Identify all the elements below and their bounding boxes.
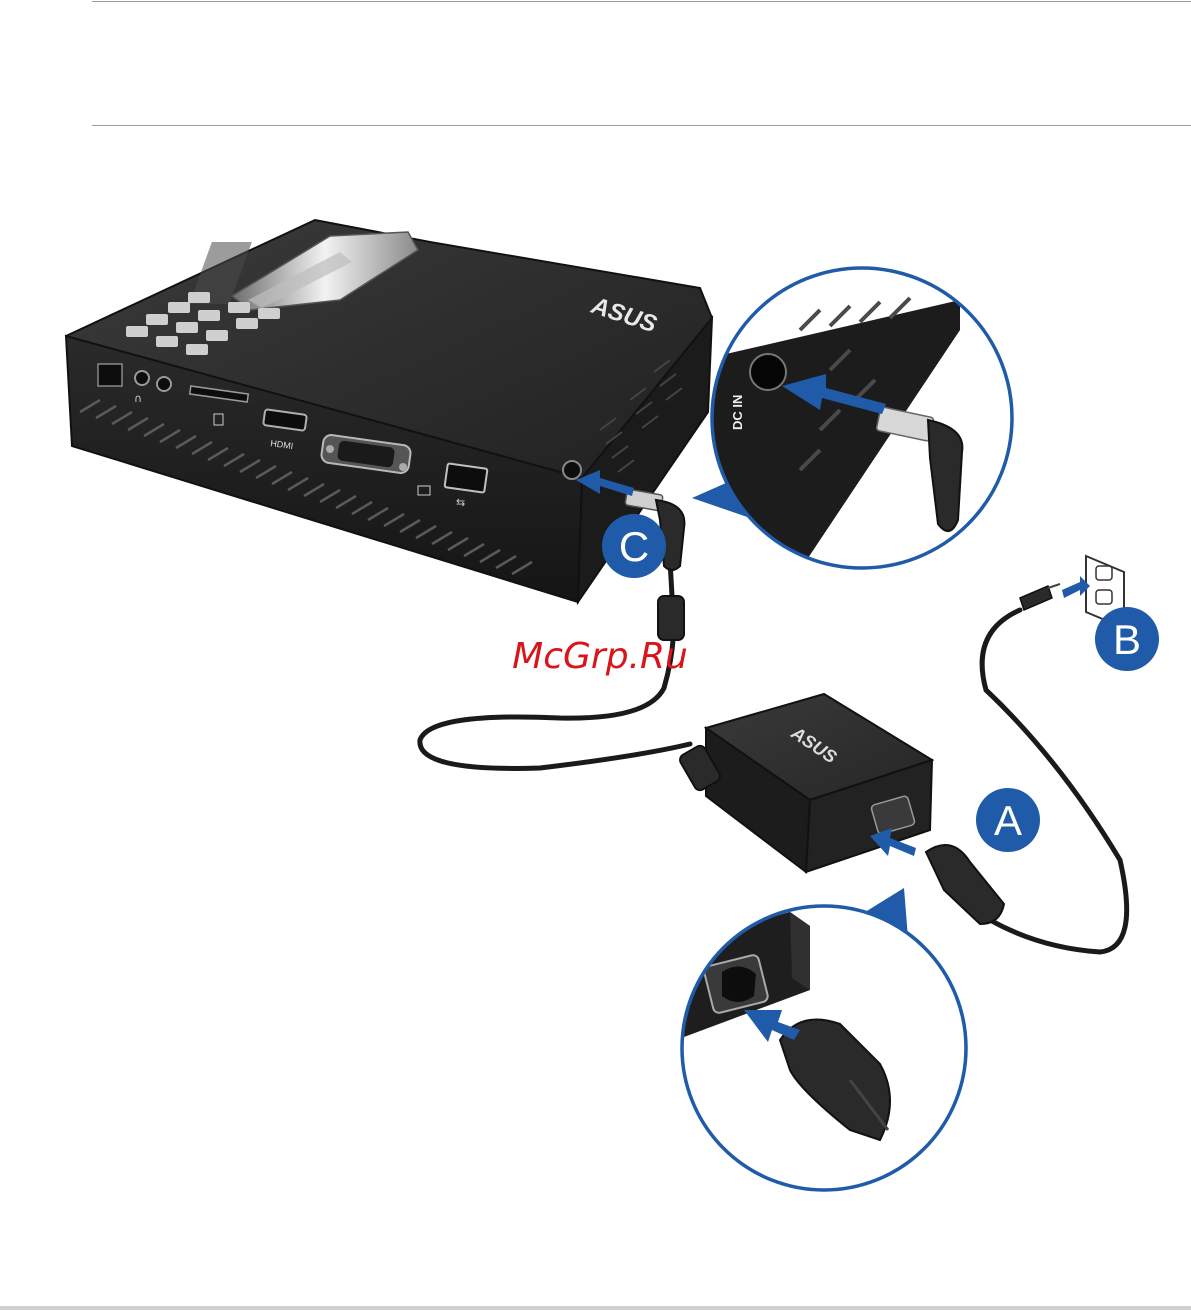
step-label-c: C: [619, 523, 649, 570]
callout-dc-in: DC IN: [700, 260, 1030, 600]
power-adapter: ASUS: [678, 694, 1004, 924]
step-badge-c: C: [602, 514, 666, 578]
step-badge-a: A: [976, 788, 1040, 852]
usb-icon: ⇆: [456, 496, 465, 509]
callout-ac-in: [670, 900, 980, 1200]
headphone-icon: ∩: [134, 392, 142, 405]
step-badge-b: B: [1095, 607, 1159, 671]
step-label-a: A: [994, 797, 1022, 844]
watermark: McGrp.Ru: [512, 636, 688, 677]
dc-in-port-label: DC IN: [730, 395, 745, 430]
step-label-b: B: [1113, 616, 1141, 663]
dc-in-socket: [563, 461, 581, 479]
